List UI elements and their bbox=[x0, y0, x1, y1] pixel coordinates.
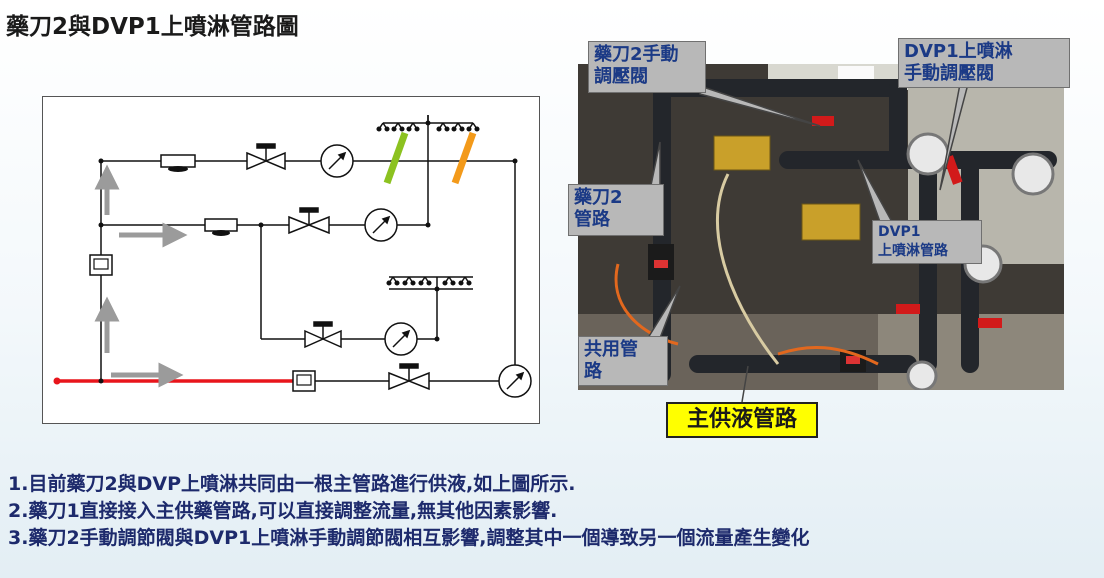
callout-line: 共用管 bbox=[584, 339, 638, 360]
page-title: 藥刀2與DVP1上噴淋管路圖 bbox=[6, 14, 299, 40]
flowmeter-icon bbox=[292, 370, 316, 392]
main-supply-label: 主供液管路 bbox=[666, 402, 818, 438]
callout-line: 藥刀2 bbox=[574, 187, 623, 208]
orange-spray-bar bbox=[451, 131, 477, 185]
callout-line: 管路 bbox=[574, 209, 610, 230]
callout-shared: 共用管 路 bbox=[578, 336, 668, 386]
green-spray-bar bbox=[383, 131, 409, 185]
callout-dvp1-valve: DVP1上噴淋 手動調壓閥 bbox=[898, 38, 1070, 88]
callout-dvp1-pipe: DVP1 上噴淋管路 bbox=[872, 220, 982, 264]
flow-arrows bbox=[94, 164, 188, 388]
valve-icon bbox=[246, 143, 286, 171]
callout-pipe2: 藥刀2 管路 bbox=[568, 184, 664, 236]
callout-line: DVP1 bbox=[878, 224, 921, 240]
pressure-gauge-icon bbox=[320, 144, 354, 178]
callout-valve2: 藥刀2手動 調壓閥 bbox=[588, 41, 706, 93]
pressure-gauge-icon bbox=[498, 364, 532, 398]
notes-list: 1.目前藥刀2與DVP上噴淋共同由一根主管路進行供液,如上圖所示. 2.藥刀1直… bbox=[8, 471, 1104, 552]
piping-schematic bbox=[42, 96, 540, 424]
pressure-gauge-icon bbox=[364, 208, 398, 242]
spray-nozzles-icon bbox=[376, 115, 480, 132]
callout-line: 路 bbox=[584, 361, 602, 382]
callout-line: 調壓閥 bbox=[594, 66, 648, 87]
valve-icon bbox=[304, 321, 342, 349]
callout-line: 藥刀2手動 bbox=[594, 44, 679, 65]
flowmeter-icon bbox=[89, 254, 113, 276]
note-item: 2.藥刀1直接接入主供藥管路,可以直接調整流量,無其他因素影響. bbox=[8, 500, 558, 522]
pressure-gauge-icon bbox=[384, 322, 418, 356]
note-item: 3.藥刀2手動調節閥與DVP1上噴淋手動調節閥相互影響,調整其中一個導致另一個流… bbox=[8, 527, 810, 549]
callout-line: 上噴淋管路 bbox=[878, 243, 948, 259]
filter-icon bbox=[160, 154, 196, 172]
note-item: 1.目前藥刀2與DVP上噴淋共同由一根主管路進行供液,如上圖所示. bbox=[8, 473, 576, 495]
callout-line: 手動調壓閥 bbox=[904, 63, 994, 84]
callout-line: DVP1上噴淋 bbox=[904, 41, 1013, 62]
valve-icon bbox=[288, 207, 330, 235]
spray-nozzles-icon bbox=[386, 276, 473, 289]
schematic-drawing bbox=[53, 115, 532, 398]
filter-icon bbox=[204, 218, 238, 236]
valve-icon bbox=[388, 363, 430, 391]
